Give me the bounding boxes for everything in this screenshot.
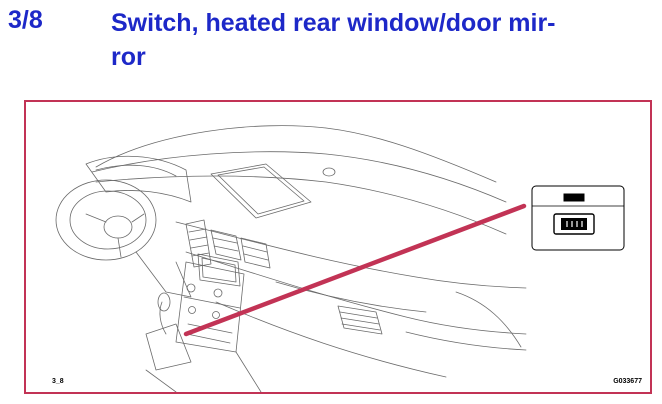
dashboard-illustration (55, 125, 625, 392)
center-knob-right (213, 288, 223, 298)
steering-spoke-left (85, 213, 107, 223)
steering-wheel-outer (55, 179, 157, 261)
section-title: Switch, heated rear window/door mir- ror (111, 6, 656, 74)
dash-lower-edge (185, 251, 527, 335)
section-title-line-1: Switch, heated rear window/door mir- (111, 9, 556, 37)
steering-wheel-inner (69, 190, 147, 250)
console-tunnel (145, 351, 262, 392)
switch-panel-outline (531, 185, 625, 251)
dash-bottom (215, 301, 447, 378)
dash-top-vent-inner (217, 166, 305, 215)
figure-label-left: 3_8 (52, 378, 64, 385)
figure-label-right: G033677 (613, 378, 642, 385)
rear-defrost-icon (566, 221, 583, 227)
dash-sensor (322, 167, 336, 177)
section-number: 3/8 (8, 6, 43, 34)
dash-top-vent (210, 163, 312, 219)
pointer-line (183, 203, 527, 337)
figure-frame: 3_8 G033677 (24, 100, 652, 394)
steering-hub (103, 215, 133, 239)
steering-spoke-right (131, 213, 145, 223)
door-edge (455, 291, 522, 348)
switch-indicator-led (563, 193, 585, 202)
glovebox (275, 281, 427, 313)
gear-knob (157, 292, 171, 312)
windshield-outline (95, 125, 497, 183)
heated-rear-window-switch (553, 213, 595, 235)
section-title-line-2: ror (111, 43, 146, 71)
left-vent (185, 219, 212, 268)
switch-inset (531, 185, 625, 251)
cluster-hood-inner (95, 164, 177, 177)
center-knob-left (186, 283, 196, 293)
gear-shift-boot (145, 323, 192, 371)
dash-top-edge (91, 151, 507, 203)
dash-upper-line (95, 175, 507, 235)
steering-spoke-bottom (117, 237, 122, 258)
center-screen (197, 253, 241, 287)
dash-face (175, 221, 527, 289)
right-vent (337, 305, 383, 335)
cluster-hood (85, 155, 192, 203)
gear-shift-lever (159, 301, 167, 335)
